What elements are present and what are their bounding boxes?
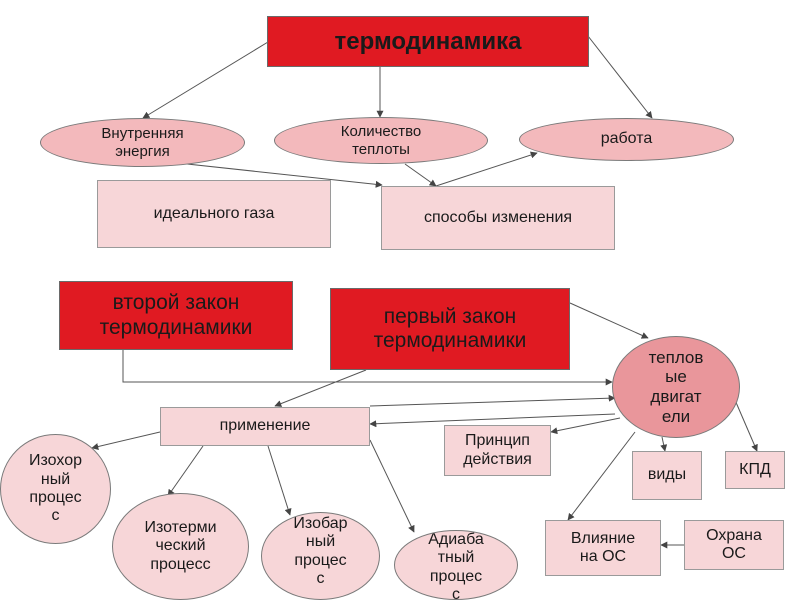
node-isochoric: Изохор ный процес с — [0, 434, 111, 544]
node-adiabatic: Адиаба тный процес с — [394, 530, 518, 600]
edge-application-adiabatic — [369, 439, 415, 533]
edge-engines-efficiency — [734, 399, 758, 452]
edge-application-isochoric — [91, 431, 161, 450]
node-ways-of-change: способы изменения — [381, 186, 615, 250]
node-work: работа — [519, 118, 734, 161]
edge-first-engines — [569, 302, 649, 339]
node-first-law: первый закон термодинамики — [330, 288, 570, 370]
edge-engines-application — [369, 413, 616, 428]
edge-application-isobaric — [267, 445, 292, 516]
node-principle: Принцип действия — [444, 425, 551, 476]
node-internal-energy: Внутренняя энергия — [40, 118, 245, 167]
node-second-law: второй закон термодинамики — [59, 281, 293, 350]
node-efficiency: КПД — [725, 451, 785, 489]
edge-engines-types — [660, 436, 668, 452]
edge-engines-principle — [550, 417, 621, 435]
edge-thermo-work — [587, 35, 653, 119]
node-thermodynamics: термодинамика — [267, 16, 589, 67]
edge-application-isothermal — [167, 445, 204, 497]
edge-heat-ways — [404, 163, 437, 187]
edge-second-engines — [122, 350, 613, 386]
edge-thermo-energy — [142, 41, 269, 119]
node-heat-engines: теплов ые двигат ели — [612, 336, 740, 438]
edge-ways-work — [435, 151, 538, 187]
edge-first-application — [274, 369, 367, 407]
node-types: виды — [632, 451, 702, 500]
node-isobaric: Изобар ный процес с — [261, 512, 380, 600]
node-heat-quantity: Количество теплоты — [274, 117, 488, 164]
node-ideal-gas: идеального газа — [97, 180, 331, 248]
node-isothermal: Изотерми ческий процесс — [112, 493, 249, 600]
edge-engines-impact — [567, 431, 636, 521]
edge-application-engines — [369, 394, 616, 407]
node-env-impact: Влияние на ОС — [545, 520, 661, 576]
node-application: применение — [160, 407, 370, 446]
node-env-protection: Охрана ОС — [684, 520, 784, 570]
